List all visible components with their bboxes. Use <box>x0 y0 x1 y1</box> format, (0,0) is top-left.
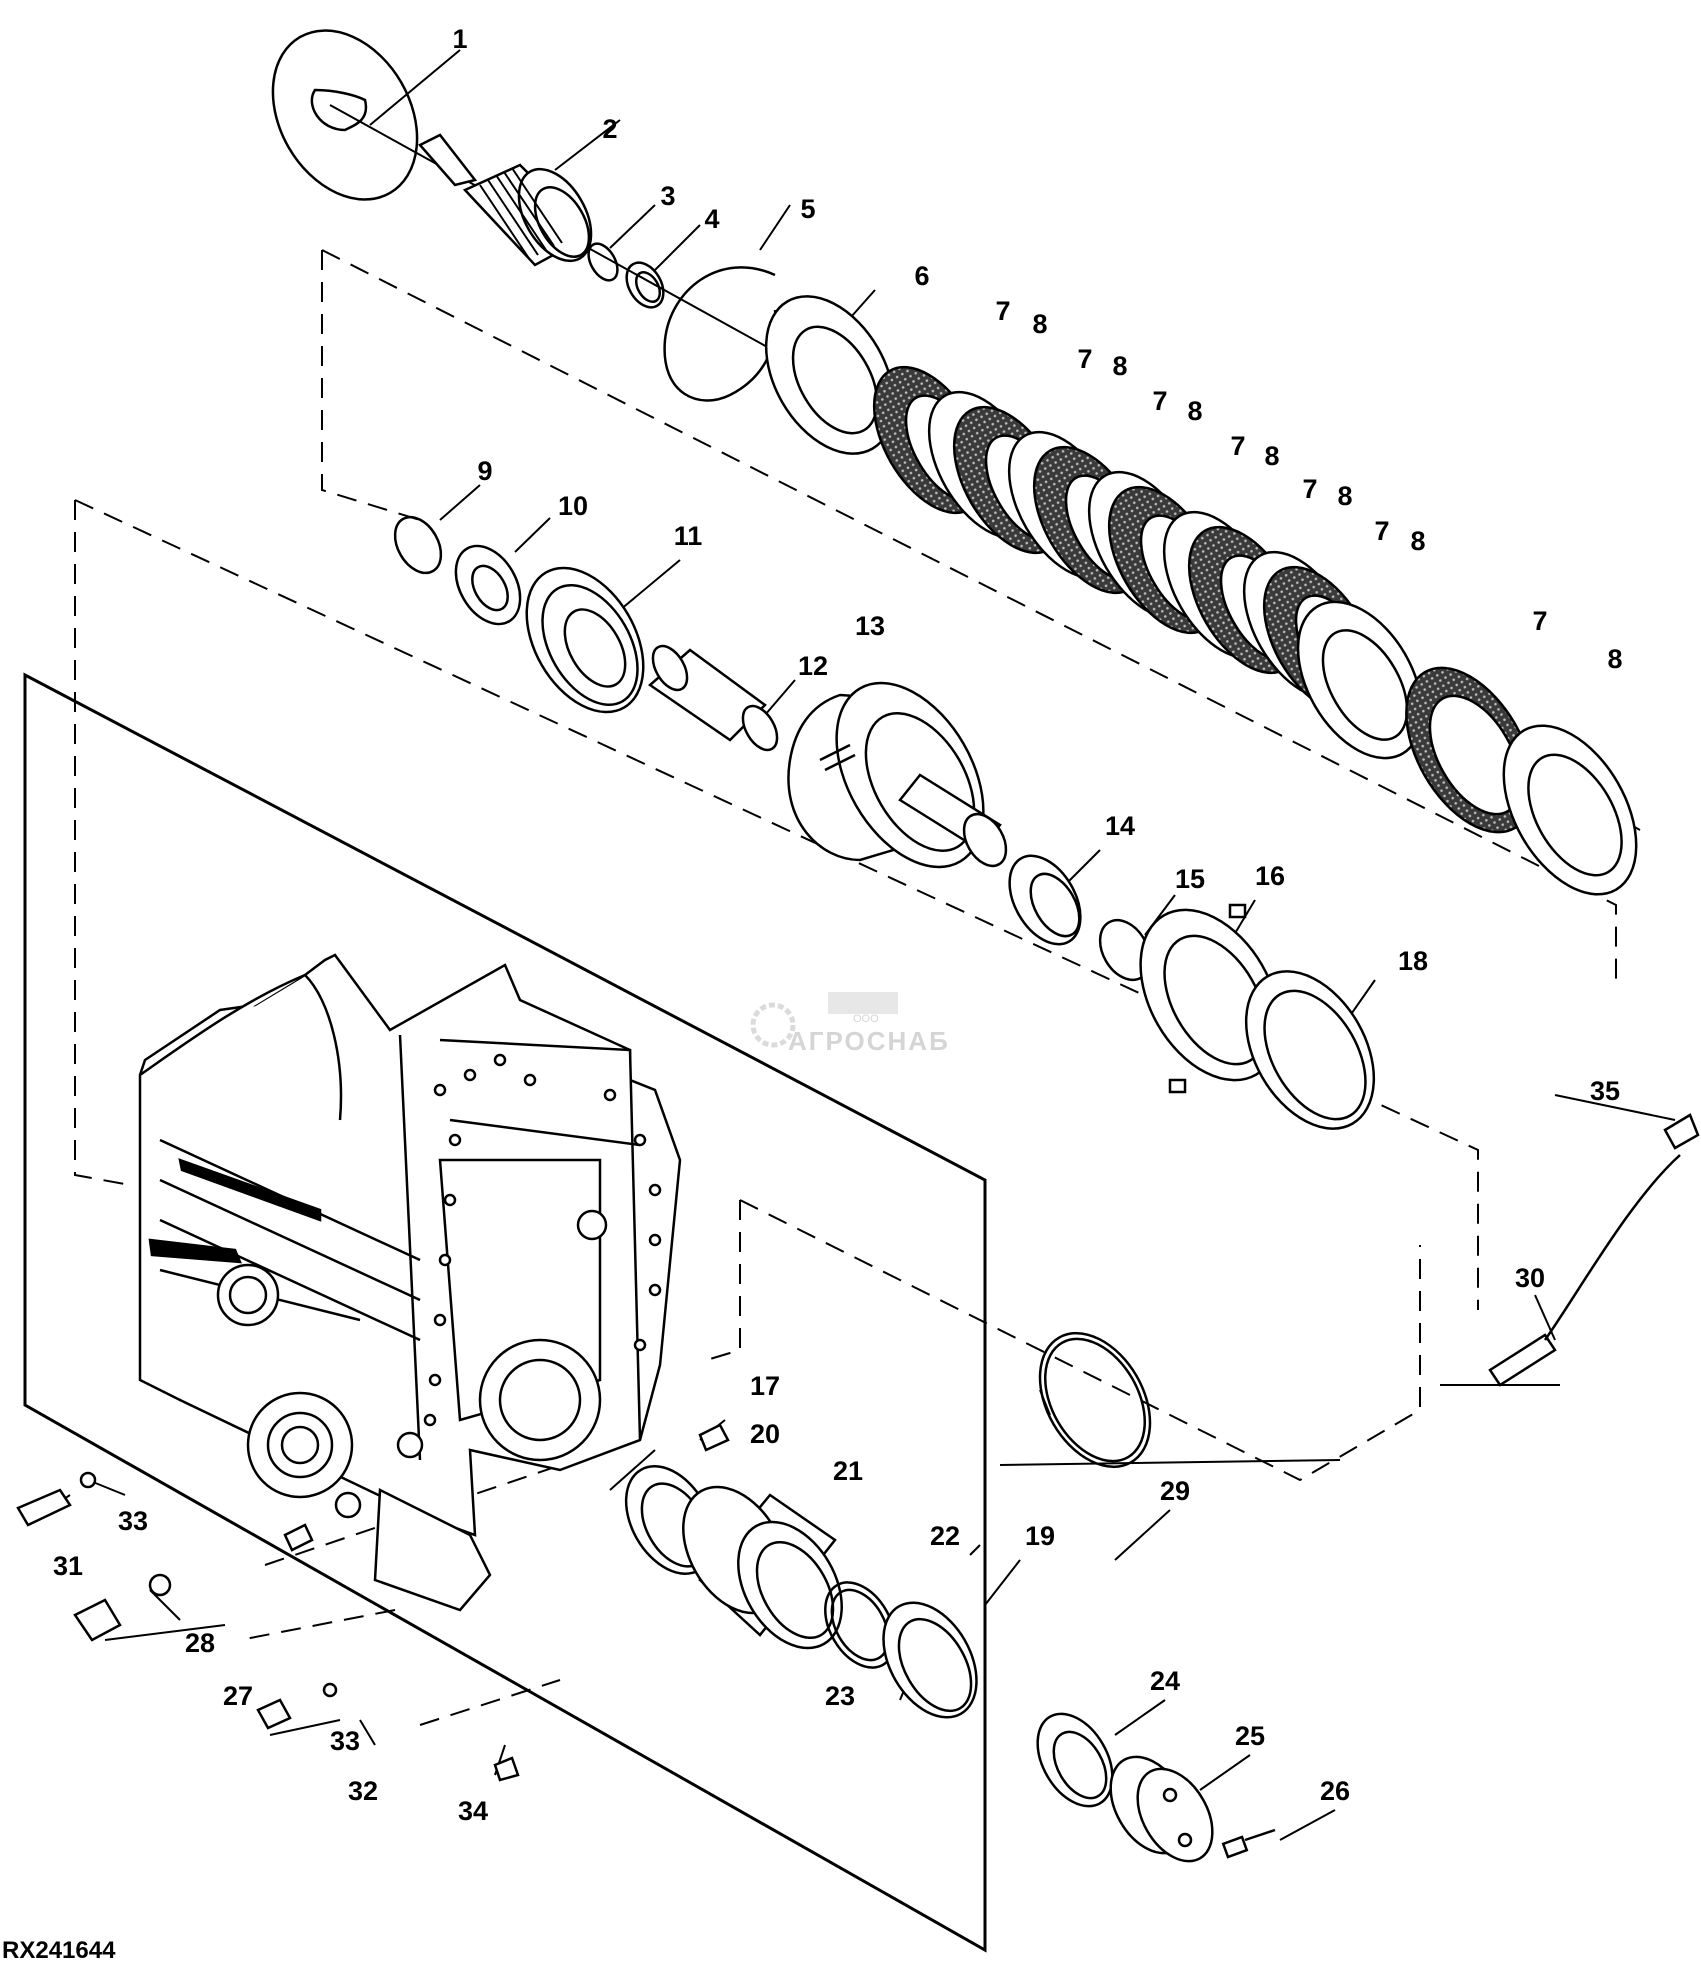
callout-4: 4 <box>704 204 719 234</box>
callout-19: 19 <box>1025 1521 1055 1551</box>
part-32-plug <box>256 1698 292 1730</box>
callout-labels: 1 2 3 4 5 6 7 8 7 8 7 8 7 8 7 8 7 8 7 8 … <box>53 24 1623 1826</box>
callout-7: 7 <box>1230 431 1245 461</box>
watermark-logo: АГРОСНАБ ООО <box>750 992 950 1056</box>
part-11-piston <box>525 566 645 714</box>
callout-2: 2 <box>602 114 617 144</box>
callout-22: 22 <box>930 1521 960 1551</box>
callout-7: 7 <box>1374 516 1389 546</box>
part-7-friction-disc <box>1405 666 1535 834</box>
callout-7: 7 <box>1152 386 1167 416</box>
part-17-pin <box>698 1423 730 1452</box>
callout-33: 33 <box>118 1506 148 1536</box>
callout-1: 1 <box>452 24 467 54</box>
callout-5: 5 <box>800 194 815 224</box>
callout-8: 8 <box>1032 309 1047 339</box>
callout-8: 8 <box>1410 526 1425 556</box>
callout-32: 32 <box>348 1776 378 1806</box>
callout-7: 7 <box>995 296 1010 326</box>
part-16-backing-plate <box>1139 903 1281 1094</box>
callout-6: 6 <box>914 261 929 291</box>
callout-8: 8 <box>1187 396 1202 426</box>
part-6-clutch-plate <box>764 295 896 455</box>
figure-id: RX241644 <box>2 1937 116 1964</box>
part-8-steel-plate <box>1502 724 1638 896</box>
clutch-pack <box>872 365 1638 896</box>
part-23-ring <box>882 1601 978 1719</box>
svg-text:ООО: ООО <box>853 1013 879 1025</box>
part-29-o-ring <box>1038 1331 1152 1469</box>
part-14-bearing <box>1008 854 1082 946</box>
svg-text:АГРОСНАБ: АГРОСНАБ <box>788 1026 950 1056</box>
callout-14: 14 <box>1105 811 1135 841</box>
part-9-snap-ring <box>393 515 443 575</box>
callout-23: 23 <box>825 1681 855 1711</box>
part-28-washer <box>148 1573 172 1597</box>
callout-7: 7 <box>1302 474 1317 504</box>
callout-9: 9 <box>477 456 492 486</box>
callout-30: 30 <box>1515 1263 1545 1293</box>
part-5-retaining-ring <box>663 266 778 402</box>
callout-18: 18 <box>1398 946 1428 976</box>
callout-31: 31 <box>53 1551 83 1581</box>
part-2-shaft-drum <box>417 133 593 267</box>
part-33-washer <box>79 1471 97 1489</box>
callout-12: 12 <box>798 651 828 681</box>
part-25-cover <box>1109 1755 1214 1863</box>
callout-15: 15 <box>1175 864 1205 894</box>
part-24-bearing <box>1036 1712 1114 1808</box>
part-12-bushing <box>647 644 779 752</box>
callout-13: 13 <box>855 611 885 641</box>
callout-33: 33 <box>330 1726 360 1756</box>
callout-10: 10 <box>558 491 588 521</box>
callout-7: 7 <box>1077 344 1092 374</box>
callout-8: 8 <box>1112 351 1127 381</box>
part-33-washer <box>322 1682 338 1698</box>
callout-21: 21 <box>833 1456 863 1486</box>
callout-7: 7 <box>1532 606 1547 636</box>
callout-35: 35 <box>1590 1076 1620 1106</box>
callout-28: 28 <box>185 1628 215 1658</box>
sensor-harness <box>1488 1113 1700 1387</box>
callout-25: 25 <box>1235 1721 1265 1751</box>
callout-29: 29 <box>1160 1476 1190 1506</box>
leader-lines <box>39 49 1676 1841</box>
part-8-steel-plate <box>1296 600 1424 760</box>
callout-8: 8 <box>1337 481 1352 511</box>
callout-16: 16 <box>1255 861 1285 891</box>
part-34-plug <box>493 1756 520 1782</box>
fasteners <box>16 1423 730 1782</box>
transmission-housing <box>138 953 682 1612</box>
callout-8: 8 <box>1607 644 1622 674</box>
callout-34: 34 <box>458 1796 488 1826</box>
housing-boundary-frame <box>23 672 987 1953</box>
part-10-washer <box>454 544 522 626</box>
callout-17: 17 <box>750 1371 780 1401</box>
callout-11: 11 <box>674 521 703 551</box>
part-27-drain-plug <box>73 1598 122 1642</box>
callout-26: 26 <box>1320 1776 1350 1806</box>
callout-27: 27 <box>223 1681 253 1711</box>
part-13-clutch-hub <box>787 681 1008 869</box>
part-1-thrust-washer <box>271 29 419 201</box>
callout-24: 24 <box>1150 1666 1180 1696</box>
callout-3: 3 <box>660 181 675 211</box>
part-31-sensor <box>16 1488 72 1527</box>
part-18-seal <box>1244 970 1376 1130</box>
part-26-bolt <box>1221 1828 1276 1859</box>
part-21-piston-sleeve <box>682 1485 843 1650</box>
callout-8: 8 <box>1264 441 1279 471</box>
part-22-seal-ring <box>824 1581 896 1669</box>
part-4-seal-ring <box>625 261 665 309</box>
part-3-snap-ring <box>587 242 619 282</box>
callout-20: 20 <box>750 1419 780 1449</box>
